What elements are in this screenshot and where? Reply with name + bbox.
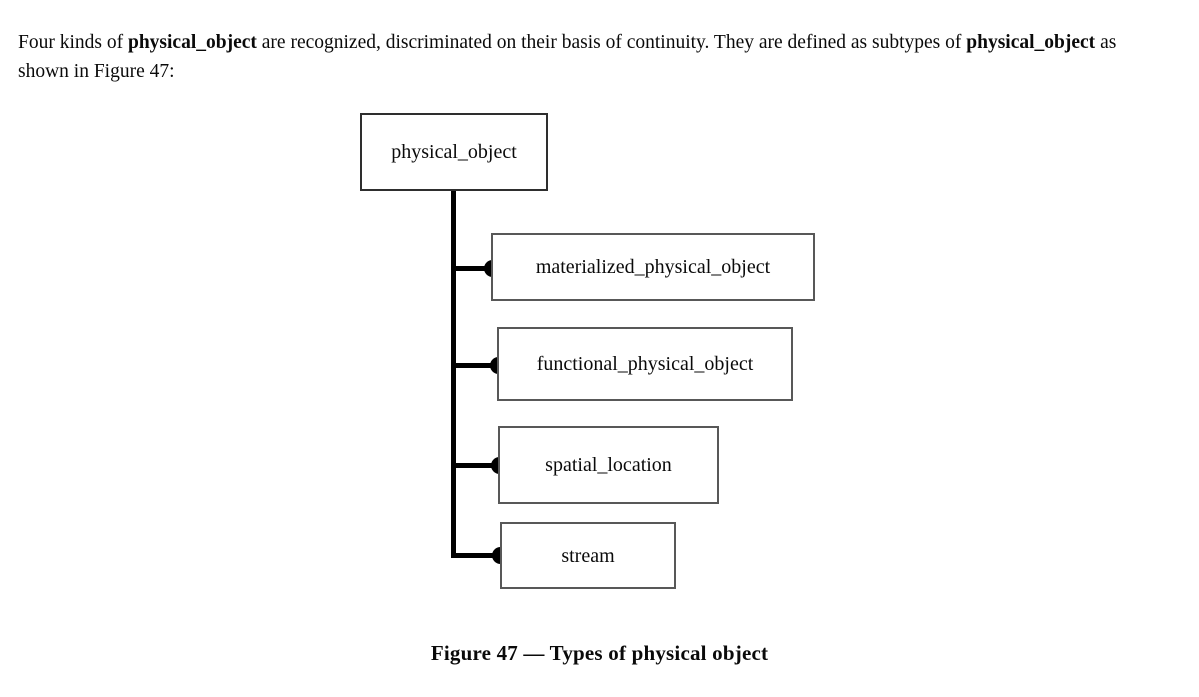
entity-label-stream: stream xyxy=(561,544,615,567)
branch-line-materialized-physical-object xyxy=(451,266,495,271)
intro-bold-physical-object-2: physical_object xyxy=(966,31,1096,53)
intro-text-segment-3: as shown in Figure 47: xyxy=(18,31,1117,82)
entity-box-physical-object: physical_object xyxy=(360,113,548,191)
entity-label-spatial-location: spatial_location xyxy=(545,454,672,476)
entity-box-spatial-location: spatial_location xyxy=(498,426,719,504)
entity-label-materialized-physical-object: materialized_physical_object xyxy=(535,256,771,278)
branch-line-stream xyxy=(451,553,504,558)
intro-text-segment-1: Four kinds of xyxy=(18,31,128,53)
branch-line-functional-physical-object xyxy=(451,363,501,368)
branch-line-spatial-location xyxy=(451,463,502,468)
intro-paragraph: Four kinds of physical_object are recogn… xyxy=(18,28,1158,86)
entity-label-physical-object: physical_object xyxy=(391,141,517,163)
inheritance-trunk-line xyxy=(451,189,456,558)
intro-text-segment-2: are recognized, discriminated on their b… xyxy=(256,31,967,53)
entity-box-materialized-physical-object: materialized_physical_object xyxy=(491,233,815,301)
figure-caption: Figure 47 — Types of physical object xyxy=(430,641,769,665)
entity-box-functional-physical-object: functional_physical_object xyxy=(497,327,793,401)
entity-label-functional-physical-object: functional_physical_object xyxy=(536,353,754,375)
entity-box-stream: stream xyxy=(500,522,676,589)
intro-bold-physical-object-1: physical_object xyxy=(127,31,257,53)
